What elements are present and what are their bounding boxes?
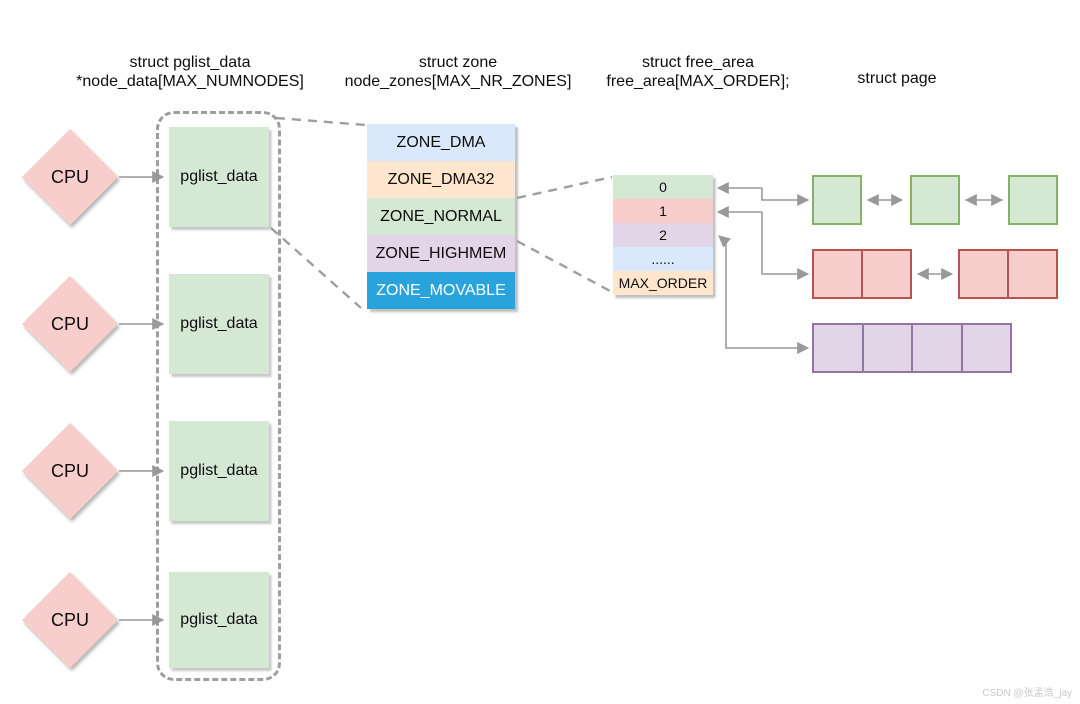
- header-struct-page: struct page: [822, 69, 972, 88]
- pglist-data-box-2: pglist_data: [169, 274, 269, 374]
- free-area-row-2: 2: [613, 223, 713, 247]
- page-cell: [960, 251, 1007, 297]
- watermark: CSDN @张孟浩_jay: [982, 688, 1072, 699]
- cpu-label: CPU: [50, 460, 89, 481]
- free-area-row-max-order: MAX_ORDER: [613, 271, 713, 295]
- page-block-order0-3: [1008, 175, 1058, 225]
- cpu-node-2: CPU: [21, 275, 119, 373]
- cpu-node-1: CPU: [21, 128, 119, 226]
- zone-row-movable: ZONE_MOVABLE: [367, 272, 515, 309]
- page-cell: [861, 325, 912, 371]
- zone-row-dma: ZONE_DMA: [367, 124, 515, 161]
- page-block-order0-2: [910, 175, 960, 225]
- free-area-row-1: 1: [613, 199, 713, 223]
- page-cell: [861, 251, 910, 297]
- header-pglist-line1: struct pglist_data: [129, 54, 251, 71]
- header-zone-line2: node_zones[MAX_NR_ZONES]: [344, 73, 572, 90]
- page-cell: [1007, 251, 1056, 297]
- cpu-label: CPU: [50, 609, 89, 630]
- zone-row-highmem: ZONE_HIGHMEM: [367, 235, 515, 272]
- pglist-data-box-3: pglist_data: [169, 421, 269, 521]
- cpu-node-3: CPU: [21, 422, 119, 520]
- page-cell: [1010, 177, 1056, 223]
- page-cell: [814, 325, 862, 371]
- header-free-area: struct free_area free_area[MAX_ORDER];: [573, 53, 823, 91]
- page-cell: [814, 251, 861, 297]
- dashed-pglist-to-zone-top: [275, 116, 367, 127]
- page-block-order2-1: [812, 323, 1012, 373]
- header-free-area-line2: free_area[MAX_ORDER];: [606, 73, 790, 90]
- header-zone: struct zone node_zones[MAX_NR_ZONES]: [308, 53, 608, 91]
- arrow-freearea2-to-pages: [725, 242, 810, 354]
- zone-row-dma32: ZONE_DMA32: [367, 161, 515, 198]
- free-area-row-0: 0: [613, 175, 713, 199]
- cpu-node-4: CPU: [21, 571, 119, 669]
- zone-stack: ZONE_DMA ZONE_DMA32 ZONE_NORMAL ZONE_HIG…: [367, 124, 515, 309]
- dashed-pglist-to-zone-bottom: [270, 227, 362, 309]
- page-cell: [814, 177, 860, 223]
- page-cell: [911, 325, 961, 371]
- page-cell: [960, 325, 1011, 371]
- header-pglist-data: struct pglist_data *node_data[MAX_NUMNOD…: [40, 53, 340, 91]
- page-block-order1-1: [812, 249, 912, 299]
- header-struct-page-line1: struct page: [857, 70, 937, 87]
- zone-row-normal: ZONE_NORMAL: [367, 198, 515, 235]
- free-area-table: 0 1 2 ...... MAX_ORDER: [613, 175, 713, 295]
- page-block-order0-1: [812, 175, 862, 225]
- header-pglist-line2: *node_data[MAX_NUMNODES]: [76, 73, 304, 90]
- dashed-zone-to-freearea-top: [516, 175, 613, 200]
- free-area-row-ellipsis: ......: [613, 247, 713, 271]
- page-block-order1-2: [958, 249, 1058, 299]
- arrow-freearea2-back: [718, 235, 732, 248]
- pglist-data-box-1: pglist_data: [169, 127, 269, 227]
- dashed-zone-to-freearea-bottom: [516, 239, 613, 294]
- arrow-freearea1-to-pages: [761, 212, 810, 280]
- cpu-label: CPU: [50, 166, 89, 187]
- pglist-data-box-4: pglist_data: [169, 572, 269, 668]
- arrow-freearea0-to-pages: [761, 188, 810, 206]
- header-free-area-line1: struct free_area: [641, 54, 755, 71]
- cpu-label: CPU: [50, 313, 89, 334]
- page-cell: [912, 177, 958, 223]
- node-data-array-frame: [156, 111, 281, 681]
- header-zone-line1: struct zone: [418, 54, 498, 71]
